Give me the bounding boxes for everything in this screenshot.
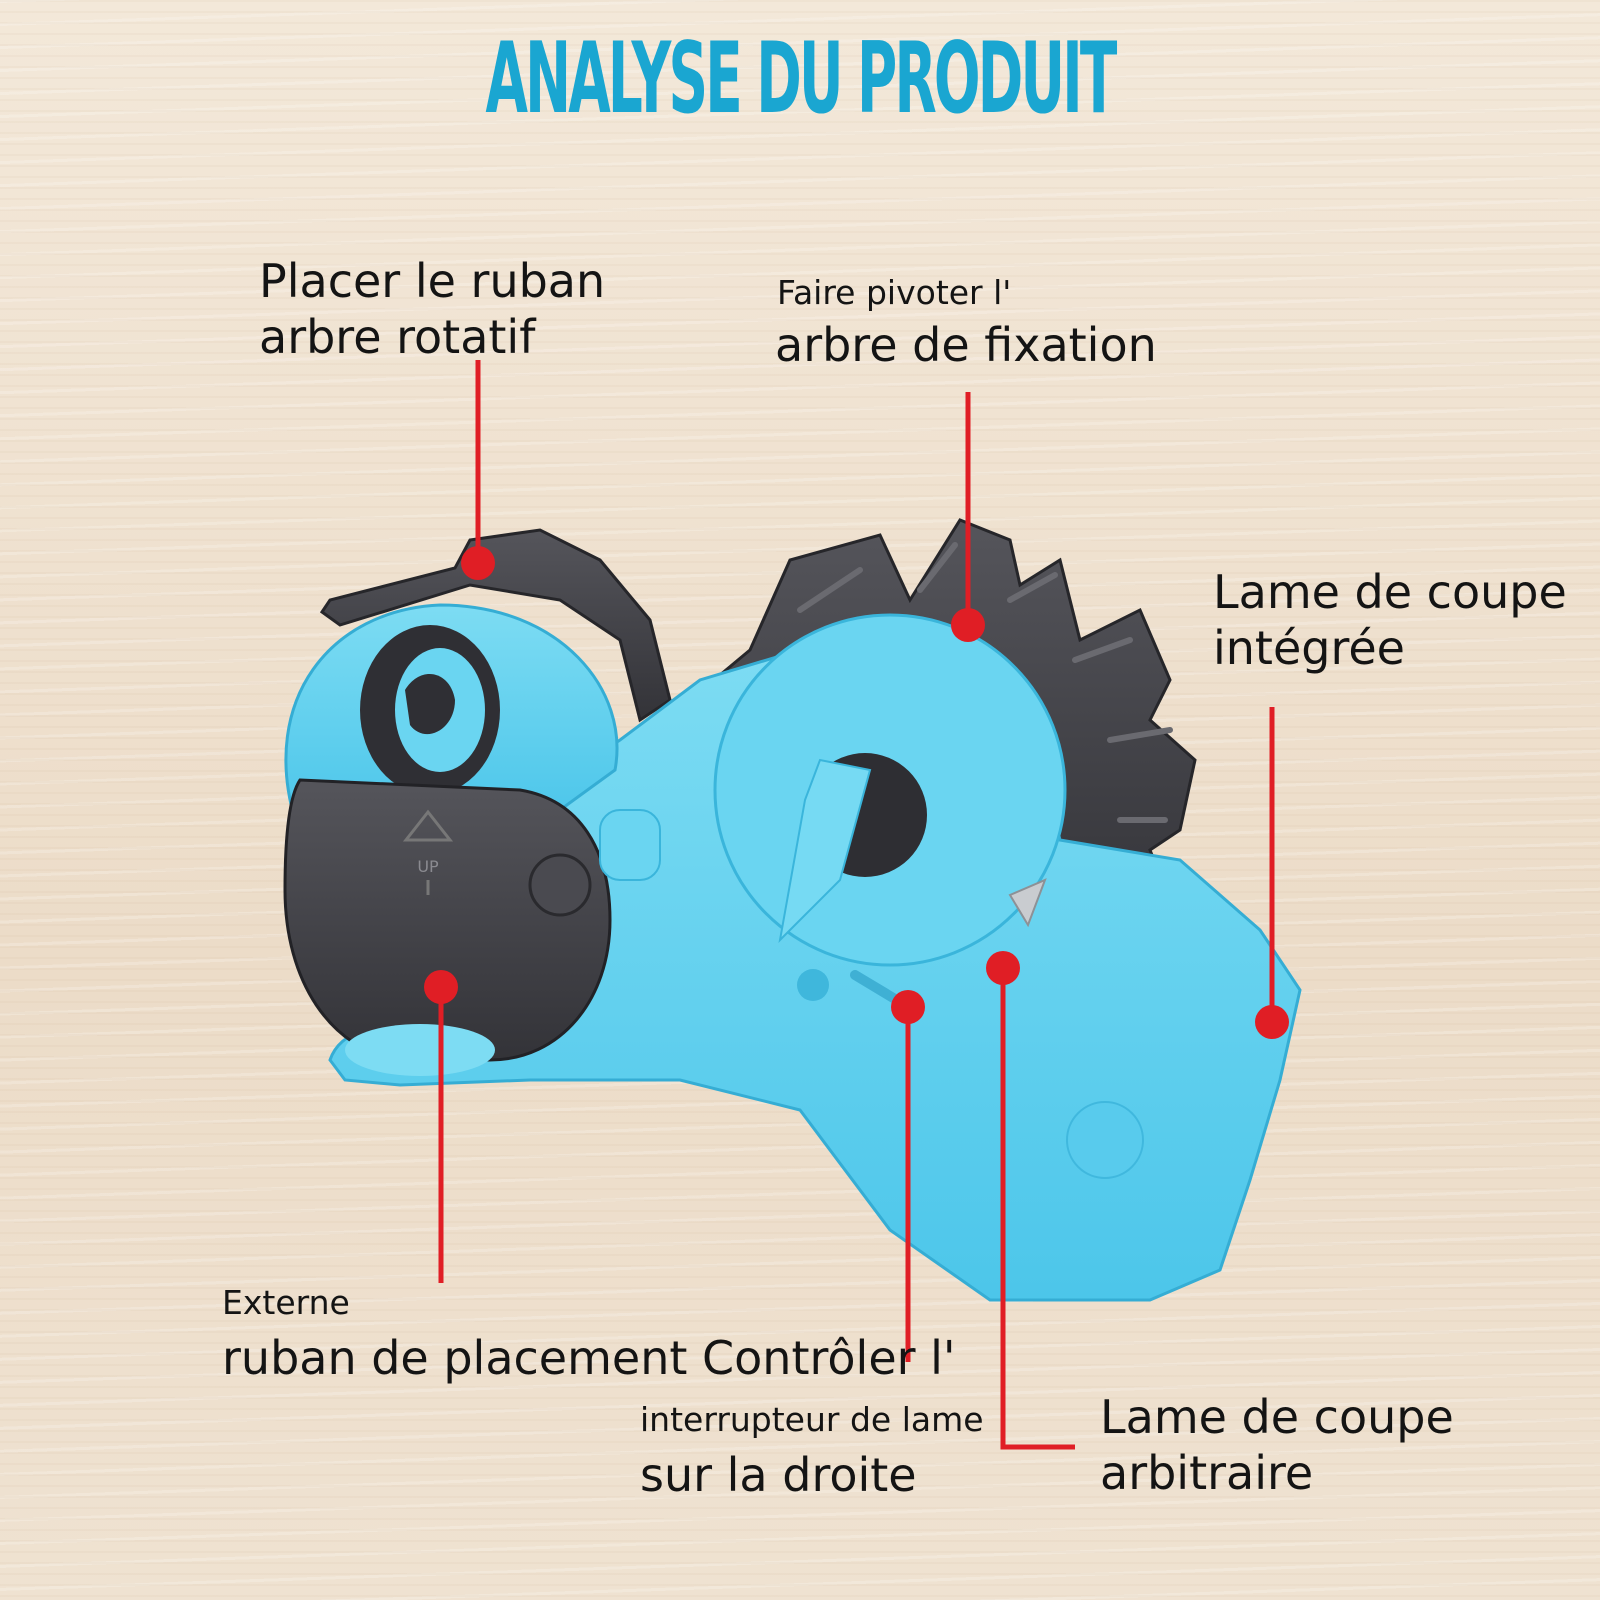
leader-lame-arbitraire <box>1000 968 1075 1450</box>
page-title: ANALYSE DU PRODUIT <box>485 22 1117 136</box>
label-lame-arbitraire-line1: Lame de coupe <box>1100 1390 1454 1444</box>
tape-roll-holder <box>284 603 619 822</box>
label-placer-line1: Placer le ruban <box>259 254 606 308</box>
label-externe-line1: Externe <box>222 1283 350 1322</box>
label-lame-arbitraire-line2: arbitraire <box>1100 1446 1314 1500</box>
dot-pivoter <box>951 608 985 642</box>
label-pivoter-line2: arbre de fixation <box>775 318 1157 372</box>
dot-interrupteur <box>891 990 925 1024</box>
up-mark: UP <box>417 857 439 876</box>
leader-lines <box>438 360 1275 1450</box>
dot-lame-arbitraire <box>986 951 1020 985</box>
label-pivoter-line1: Faire pivoter l' <box>777 273 1012 312</box>
dot-externe <box>424 970 458 1004</box>
body-button <box>1066 1101 1144 1179</box>
connecting-shaft <box>599 809 661 881</box>
body-hole <box>797 969 829 1001</box>
rear-bracket <box>319 528 672 723</box>
cutting-blade <box>1008 878 1047 928</box>
dot-lame-integree <box>1255 1005 1289 1039</box>
label-placer-line2: arbre rotatif <box>259 310 536 364</box>
label-interrupteur-line1: interrupteur de lame <box>640 1400 984 1439</box>
label-externe-line2: ruban de placement Contrôler l' <box>222 1331 956 1385</box>
side-plate: UP <box>283 778 612 1062</box>
dot-placer <box>461 546 495 580</box>
label-lame-integree-line1: Lame de coupe <box>1213 565 1567 619</box>
label-interrupteur-line2: sur la droite <box>640 1448 917 1502</box>
base-foot <box>345 1024 495 1076</box>
label-lame-integree-line2: intégrée <box>1213 621 1405 675</box>
